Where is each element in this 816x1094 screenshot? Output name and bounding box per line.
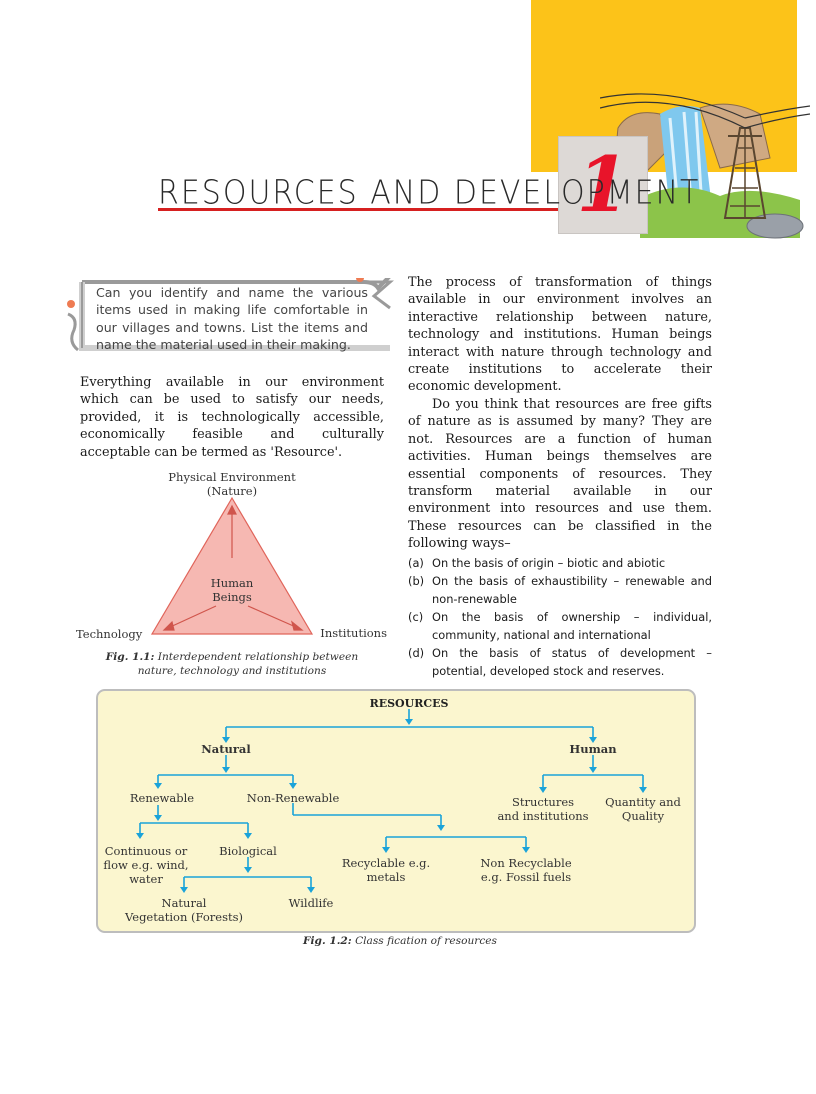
tree-arrowheads bbox=[136, 719, 647, 893]
list-item: (d) On the basis of status of development… bbox=[408, 644, 712, 680]
node-vegetation-line-1: Natural bbox=[162, 896, 207, 910]
node-renewable: Renewable bbox=[130, 791, 194, 805]
figure-1-2-description: Class fication of resources bbox=[355, 935, 497, 947]
node-nonrecyclable-line-2: e.g. Fossil fuels bbox=[481, 870, 571, 884]
list-item: (a) On the basis of origin – biotic and a… bbox=[408, 554, 712, 572]
node-resources: RESOURCES bbox=[370, 697, 449, 710]
list-item: (b) On the basis of exhaustibility – rene… bbox=[408, 572, 712, 608]
node-quantity-line-2: Quality bbox=[622, 809, 665, 823]
label-human: Human bbox=[211, 576, 254, 590]
free-gifts-paragraph: Do you think that resources are free gif… bbox=[408, 397, 712, 552]
node-recyclable-line-2: metals bbox=[367, 870, 406, 884]
node-continuous-line-2: flow e.g. wind, bbox=[103, 858, 188, 872]
figure-1-1-triangle: Physical Environment (Nature) Human Bein… bbox=[76, 470, 387, 641]
list-item-mark: (c) bbox=[408, 610, 424, 624]
node-continuous-line-3: water bbox=[129, 872, 163, 886]
label-technology: Technology bbox=[76, 627, 143, 641]
classification-list: (a) On the basis of origin – biotic and a… bbox=[408, 554, 712, 680]
list-item-mark: (b) bbox=[408, 574, 425, 588]
list-item-mark: (d) bbox=[408, 646, 425, 660]
figure-1-2-caption: Fig. 1.2: Class fication of resources bbox=[250, 934, 550, 948]
node-human: Human bbox=[569, 742, 617, 756]
figure-1-1-description: Interdependent relationship between natu… bbox=[137, 651, 359, 677]
list-item: (c) On the basis of ownership – individua… bbox=[408, 608, 712, 644]
chapter-number: 1 bbox=[576, 140, 630, 229]
node-natural: Natural bbox=[201, 742, 251, 756]
figure-1-1-label: Fig. 1.1: bbox=[105, 651, 155, 663]
node-continuous-line-1: Continuous or bbox=[105, 844, 188, 858]
question-callout-frame bbox=[67, 278, 394, 352]
chapter-title: RESOURCES AND DEVELOPMENT bbox=[158, 174, 701, 213]
chapter-number-box: 1 bbox=[558, 136, 648, 234]
transformation-paragraph: The process of transformation of things … bbox=[408, 275, 712, 395]
triangle-shape bbox=[150, 496, 314, 635]
callout-question-text: Can you identify and name the various it… bbox=[96, 285, 368, 353]
label-nature: (Nature) bbox=[207, 484, 257, 498]
classification-panel bbox=[96, 689, 696, 933]
label-beings: Beings bbox=[212, 590, 252, 604]
figure-1-2-label: Fig. 1.2: bbox=[303, 935, 352, 947]
node-vegetation-line-2: Vegetation (Forests) bbox=[124, 910, 243, 924]
node-non-renewable: Non-Renewable bbox=[247, 791, 340, 805]
list-item-text: On the basis of origin – biotic and abio… bbox=[432, 556, 666, 570]
node-structures-line-2: and institutions bbox=[497, 809, 588, 823]
node-recyclable-line-1: Recyclable e.g. bbox=[342, 856, 430, 870]
waterfall-pylon-illustration bbox=[600, 93, 810, 239]
list-item-text: On the basis of exhaustibility – renewab… bbox=[432, 574, 712, 606]
figure-1-2-resource-classification: RESOURCES Natural Human Renewable Non-Re… bbox=[96, 689, 696, 933]
label-institutions: Institutions bbox=[320, 626, 387, 640]
node-wildlife: Wildlife bbox=[289, 896, 334, 910]
resource-definition-paragraph: Everything available in our environment … bbox=[80, 375, 384, 460]
list-item-text: On the basis of ownership – individual, … bbox=[432, 610, 712, 642]
node-quantity-line-1: Quantity and bbox=[605, 795, 681, 809]
figure-1-1-caption: Fig. 1.1: Interdependent relationship be… bbox=[92, 650, 372, 678]
node-structures-line-1: Structures bbox=[512, 795, 574, 809]
node-biological: Biological bbox=[219, 844, 277, 858]
list-item-text: On the basis of status of development – … bbox=[432, 646, 712, 678]
list-item-mark: (a) bbox=[408, 556, 424, 570]
node-nonrecyclable-line-1: Non Recyclable bbox=[480, 856, 571, 870]
title-underline bbox=[158, 208, 558, 211]
label-physical-environment: Physical Environment bbox=[168, 470, 296, 484]
